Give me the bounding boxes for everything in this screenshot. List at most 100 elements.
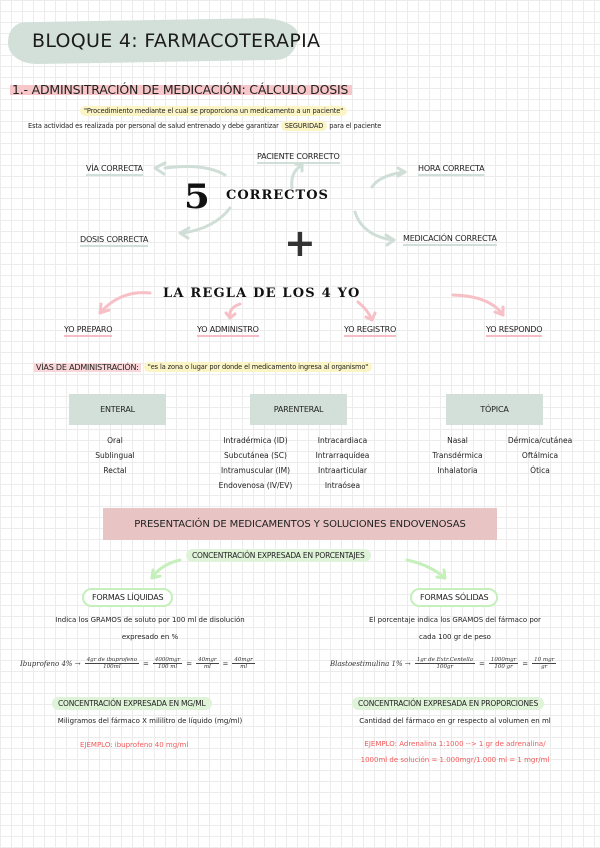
- category-topica: TÓPICA: [446, 394, 543, 425]
- mg-ml-description: Miligramos del fármaco X mililitro de lí…: [57, 717, 243, 725]
- list-item: Intramuscular (IM): [220, 466, 291, 475]
- paciente-correcto: PACIENTE CORRECTO: [257, 152, 340, 164]
- arrow-liquidas-icon: [150, 558, 182, 580]
- vias-header: VÍAS DE ADMINISTRACIÓN: "es la zona o lu…: [34, 362, 373, 372]
- sentence-suffix: para el paciente: [329, 122, 382, 130]
- arrow-via-icon: [163, 165, 227, 177]
- vias-label: VÍAS DE ADMINISTRACIÓN:: [34, 362, 141, 372]
- regla-4-yo-title: LA REGLA DE LOS 4 YO: [163, 286, 361, 301]
- dosis-correcta: DOSIS CORRECTA: [80, 235, 148, 247]
- list-item: Inhalatoria: [437, 466, 478, 475]
- formula-lhs: Blastoestimulina 1% →: [330, 659, 411, 668]
- list-item: Oral: [107, 436, 123, 445]
- fraction-den: ml: [203, 664, 211, 670]
- fraction-num: 4gr de ibuprofeno: [84, 657, 140, 664]
- list-item: Intradérmica (ID): [223, 436, 288, 445]
- fraction-den: 100 gr: [494, 664, 513, 670]
- five-number: 5: [183, 177, 210, 217]
- porcentajes-label: CONCENTRACIÓN EXPRESADA EN PORCENTAJES: [186, 549, 371, 562]
- proporciones-example-line2: 1000ml de solución = 1.000mgr/1.000 ml =…: [360, 756, 550, 764]
- presentacion-banner: PRESENTACIÓN DE MEDICAMENTOS Y SOLUCIONE…: [103, 508, 497, 540]
- medicacion-correcta: MEDICACIÓN CORRECTA: [403, 234, 497, 246]
- vias-definition: "es la zona o lugar por donde el medicam…: [143, 362, 373, 372]
- yo-preparo: YO PREPARO: [64, 325, 113, 337]
- list-item: Rectal: [103, 466, 127, 475]
- fraction-num: 1000mgr: [488, 657, 519, 664]
- fraction-den: 100gr: [436, 664, 454, 670]
- arrow-medicacion-icon: [353, 210, 394, 242]
- formas-liquidas-label: FORMAS LÍQUIDAS: [82, 588, 174, 607]
- safety-sentence: Esta actividad es realizada por personal…: [28, 121, 382, 131]
- section-title: 1.- ADMINSITRACIÓN DE MEDICACIÓN: CÁLCUL…: [10, 82, 353, 97]
- formula-lhs: Ibuprofeno 4% →: [20, 659, 81, 668]
- fraction-num: 10 mgr: [532, 657, 557, 664]
- via-correcta: VÍA CORRECTA: [86, 164, 143, 176]
- hora-correcta: HORA CORRECTA: [418, 164, 485, 176]
- fraction-den: gr: [541, 664, 548, 670]
- proporciones-example-line1: EJEMPLO: Adrenalina 1:1000 --> 1 gr de a…: [364, 740, 546, 748]
- definition-quote-text: "Procedimiento mediante el cual se propo…: [80, 106, 348, 116]
- correctos-word: CORRECTOS: [226, 188, 329, 203]
- fraction-den: ml: [240, 664, 248, 670]
- liquidas-desc-line2: expresado en %: [121, 633, 179, 641]
- list-item: Intraarticular: [318, 466, 367, 475]
- list-item: Intrarraquídea: [315, 451, 370, 460]
- list-item: Oftálmica: [521, 451, 559, 460]
- list-item: Endovenosa (IV/EV): [218, 481, 293, 490]
- arrow-administro-icon: [228, 302, 242, 320]
- list-item: Subcutánea (SC): [224, 451, 287, 460]
- solidas-desc-line2: cada 100 gr de peso: [419, 633, 491, 641]
- fraction-num: 1gr de Extr.Centella: [414, 657, 475, 664]
- mg-ml-example: EJEMPLO: ibuprofeno 40 mg/ml: [80, 741, 189, 749]
- arrow-solidas-icon: [405, 558, 447, 580]
- list-item: Ótica: [530, 466, 550, 475]
- proporciones-description: Cantidad del fármaco en gr respecto al v…: [359, 717, 551, 725]
- definition-quote: "Procedimiento mediante el cual se propo…: [80, 106, 348, 116]
- yo-registro: YO REGISTRO: [344, 325, 396, 337]
- yo-respondo: YO RESPONDO: [486, 325, 543, 337]
- list-item: Intracardiaca: [317, 436, 368, 445]
- list-item: Nasal: [447, 436, 468, 445]
- sentence-prefix: Esta actividad es realizada por personal…: [28, 122, 279, 130]
- proporciones-example: EJEMPLO: Adrenalina 1:1000 --> 1 gr de a…: [310, 736, 600, 768]
- topica-list-2: Dérmica/cutánea Oftálmica Ótica: [500, 433, 580, 478]
- yo-administro: YO ADMINISTRO: [197, 325, 259, 337]
- list-item: Intraósea: [324, 481, 361, 490]
- fraction-num: 40mgr: [232, 657, 255, 664]
- arrow-preparo-icon: [98, 291, 152, 315]
- list-item: Dérmica/cutánea: [507, 436, 573, 445]
- list-item: Transdérmica: [432, 451, 483, 460]
- proporciones-label: CONCENTRACIÓN EXPRESADA EN PROPORCIONES: [352, 697, 545, 710]
- fraction-num: 4000mgr: [152, 657, 183, 664]
- formas-solidas-label: FORMAS SÓLIDAS: [410, 588, 499, 607]
- solidas-description: El porcentaje indica los GRAMOS del fárm…: [310, 612, 600, 646]
- liquidas-description: Indica los GRAMOS de soluto por 100 ml d…: [10, 612, 290, 646]
- arrow-paciente-icon: [290, 163, 304, 190]
- mg-ml-label: CONCENTRACIÓN EXPRESADA EN MG/ML: [52, 697, 212, 710]
- plus-icon: +: [284, 221, 316, 265]
- parenteral-list-2: Intracardiaca Intrarraquídea Intraarticu…: [305, 433, 380, 493]
- arrow-hora-icon: [370, 170, 407, 189]
- blastoestimulina-formula: Blastoestimulina 1% → 1gr de Extr.Centel…: [330, 657, 557, 670]
- topica-list-1: Nasal Transdérmica Inhalatoria: [420, 433, 495, 478]
- enteral-list: Oral Sublingual Rectal: [85, 433, 145, 478]
- sentence-highlight: SEGURIDAD: [280, 121, 328, 131]
- liquidas-desc-line1: Indica los GRAMOS de soluto por 100 ml d…: [55, 616, 245, 624]
- fraction-den: 100ml: [103, 664, 121, 670]
- fraction-den: 100 ml: [157, 664, 178, 670]
- category-enteral: ENTERAL: [69, 394, 166, 425]
- arrow-respondo-icon: [451, 293, 505, 317]
- solidas-desc-line1: El porcentaje indica los GRAMOS del fárm…: [369, 616, 541, 624]
- list-item: Sublingual: [95, 451, 135, 460]
- parenteral-list-1: Intradérmica (ID) Subcutánea (SC) Intram…: [208, 433, 303, 493]
- fraction-num: 40mgr: [196, 657, 219, 664]
- page-title: BLOQUE 4: FARMACOTERAPIA: [32, 30, 321, 52]
